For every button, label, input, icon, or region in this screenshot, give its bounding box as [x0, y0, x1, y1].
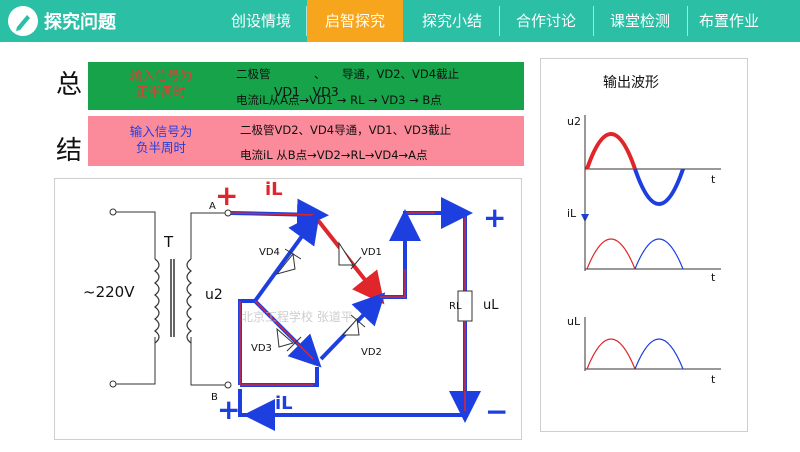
node-b-label: B [211, 392, 218, 403]
positive-diodes-overlay: VD1 VD3 [274, 84, 339, 99]
vd1-label: VD1 [361, 247, 382, 258]
il-negative-hump [634, 238, 684, 270]
label-line: 正半周时 [135, 84, 186, 99]
u2-label: u2 [205, 287, 223, 303]
ul-axis-label: uL [567, 315, 581, 328]
waveform-title: 输出波形 [603, 75, 659, 91]
tab-discussion[interactable]: 合作讨论 [500, 0, 592, 42]
input-terminal-bottom [109, 380, 117, 388]
primary-coil [154, 258, 160, 344]
il-axis-label: iL [567, 207, 577, 220]
plus-sign-b: + [217, 393, 240, 426]
diode-vd1 [338, 241, 362, 270]
u2-axis-label: u2 [567, 115, 581, 128]
node-a-label: A [209, 201, 216, 212]
positive-text-1b: 、 [314, 67, 326, 81]
summary-label-bottom: 结 [56, 136, 83, 166]
tab-label: 启智探究 [324, 12, 385, 30]
tab-inquiry[interactable]: 启智探究 [307, 0, 403, 42]
watermark: 北京工程学校 张道平 [241, 309, 353, 324]
positive-text-2: 电流iL从A点→VD1 → RL → VD3 → B点 [236, 93, 442, 107]
ul-negative-hump [634, 338, 684, 370]
wire-bottom-return [238, 389, 465, 417]
tab-homework[interactable]: 布置作业 [688, 0, 770, 42]
ul-t-label: t [711, 373, 716, 386]
waveform-diagram: 输出波形 u2 t iL t uL t [567, 75, 721, 386]
il-bottom-label: iL [275, 393, 293, 414]
label-line: 负半周时 [135, 140, 186, 155]
tab-divider [306, 6, 307, 36]
node-b-terminal [224, 381, 232, 389]
u2-positive-half [585, 132, 637, 170]
plus-sign-a: + [215, 179, 238, 212]
tab-label: 布置作业 [698, 12, 759, 30]
vd2-label: VD2 [361, 347, 382, 358]
positive-text-1a: 二极管 [236, 67, 271, 81]
tab-label: 合作讨论 [515, 12, 576, 30]
label-line: 输入信号为 [129, 124, 193, 139]
u2-t-label: t [711, 173, 716, 186]
negative-text-1: 二极管VD2、VD4导通，VD1、VD3截止 [240, 123, 452, 137]
circuit-diagram: ~220V T u2 A B [83, 179, 508, 431]
tab-label: 创设情境 [230, 12, 291, 30]
tab-classroom-test[interactable]: 课堂检测 [594, 0, 686, 42]
source-label: ~220V [83, 283, 135, 301]
label-line: 输入信号为 [129, 68, 193, 83]
diode-vd3 [276, 327, 302, 352]
pencil-logo-icon [8, 6, 38, 36]
wire-to-load [380, 211, 467, 301]
bridge-rectifier-circuit: ~220V T u2 A B [54, 178, 522, 440]
positive-half-row: 输入信号为 正半周时 二极管 、 导通，VD2、VD4截止 VD1 VD3 电流… [88, 62, 524, 110]
tab-create-situation[interactable]: 创设情境 [216, 0, 306, 42]
vd4-label: VD4 [259, 247, 280, 258]
negative-half-row: 输入信号为 负半周时 二极管VD2、VD4导通，VD1、VD3截止 电流iL 从… [88, 116, 524, 166]
output-waveform-panel: 输出波形 u2 t iL t uL t [540, 58, 748, 432]
wire-b-bottom [240, 367, 319, 387]
u2-negative-half [633, 168, 685, 206]
diode-vd4 [275, 248, 302, 275]
plus-sign-load: + [483, 201, 506, 234]
rl-label: RL [449, 301, 462, 312]
negative-text-2: 电流iL 从B点→VD2→RL→VD4→A点 [240, 148, 428, 162]
tab-label: 课堂检测 [609, 12, 670, 30]
vd3-label: VD3 [251, 343, 272, 354]
il-t-label: t [711, 271, 716, 284]
tab-divider [593, 6, 594, 36]
positive-text-1c: 导通，VD2、VD4截止 [342, 67, 460, 81]
page-title: 探究问题 [44, 12, 116, 33]
ul-label: uL [483, 298, 499, 313]
summary-label-top: 总 [56, 70, 83, 100]
input-terminal-top [109, 208, 117, 216]
secondary-coil [186, 258, 192, 344]
positive-half-label: 输入信号为 正半周时 [106, 68, 216, 100]
transformer-label: T [163, 233, 174, 251]
tab-label: 探究小结 [421, 12, 482, 30]
minus-sign-load: − [485, 395, 508, 428]
tab-summary[interactable]: 探究小结 [406, 0, 498, 42]
diode-vd2 [341, 314, 366, 336]
top-nav-bar: 探究问题 创设情境 启智探究 探究小结 合作讨论 课堂检测 布置作业 [0, 0, 800, 42]
il-top-label: iL [265, 179, 283, 200]
tab-divider [687, 6, 688, 36]
il-positive-hump [586, 238, 636, 270]
negative-half-label: 输入信号为 负半周时 [106, 124, 216, 156]
ul-positive-hump [586, 338, 636, 370]
tab-divider [499, 6, 500, 36]
path-vd4 [253, 211, 321, 303]
